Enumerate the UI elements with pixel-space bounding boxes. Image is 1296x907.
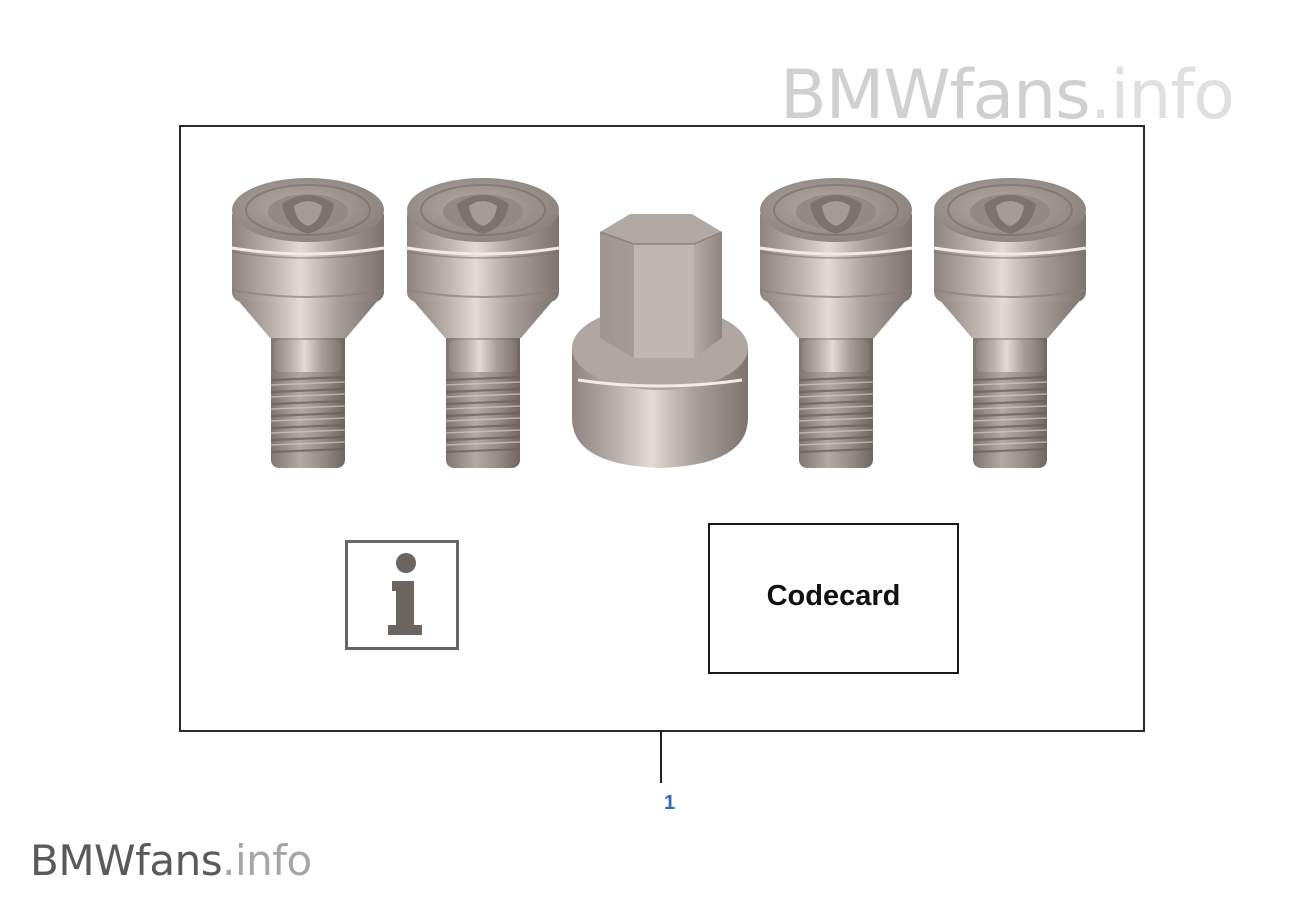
watermark-top: BMWfans.info	[780, 62, 1235, 130]
watermark-top-suffix: .info	[1089, 56, 1235, 135]
watermark-bottom-suffix: .info	[222, 836, 312, 885]
codecard: Codecard	[708, 523, 959, 674]
info-icon	[388, 553, 422, 635]
lock-bolt-1	[230, 176, 386, 470]
watermark-bottom-brand: BMWfans	[30, 836, 223, 885]
callout-number-1[interactable]: 1	[664, 792, 676, 814]
codecard-label: Codecard	[766, 580, 901, 612]
lock-bolt-4	[932, 176, 1088, 470]
kit-frame	[179, 125, 1145, 732]
info-leaflet	[345, 540, 459, 650]
lock-bolt-3	[758, 176, 914, 470]
watermark-top-brand: BMWfans	[780, 56, 1091, 135]
callout-leader-line	[660, 730, 662, 783]
watermark-bottom: BMWfans.info	[30, 840, 312, 882]
adapter-socket	[572, 214, 748, 468]
lock-bolt-2	[405, 176, 561, 470]
